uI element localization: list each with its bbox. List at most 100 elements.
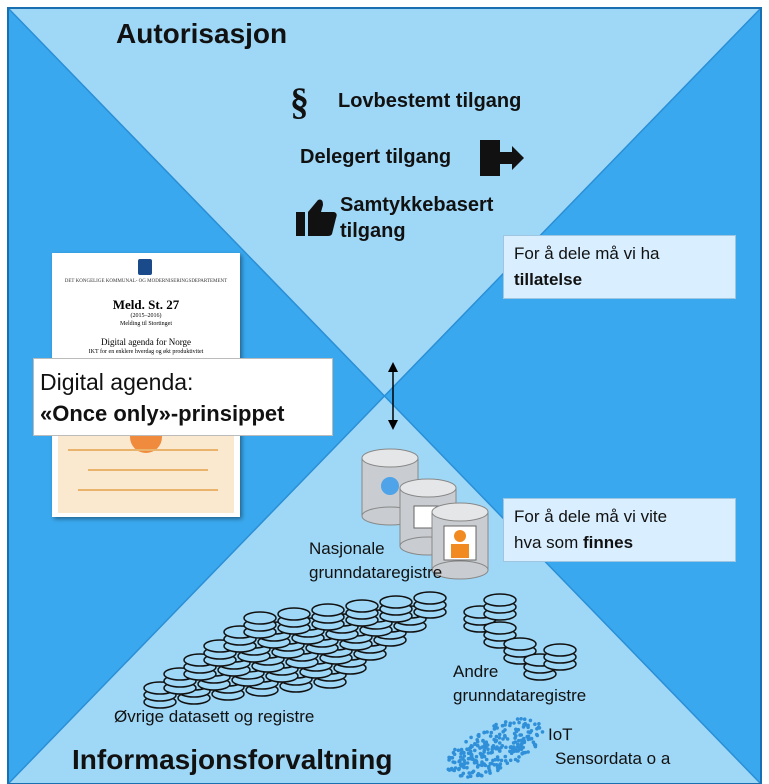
iot-dot [469,752,474,757]
iot-dot [517,755,521,759]
paragraph-icon: § [290,81,309,123]
iot-dot [474,760,479,764]
iot-dot [516,742,520,747]
iot-dot [526,730,531,734]
iot-dot [452,752,457,757]
iot-dot [475,740,480,744]
iot-dot [509,745,513,749]
iot-dot [465,761,470,765]
disk-shape [379,595,413,609]
iot-dot [508,758,513,763]
permission-note-line1: For å dele må vi ha [514,244,660,263]
iot-dot [503,733,507,738]
datasets-label: Øvrige datasett og registre [114,707,315,726]
iot-dot [488,761,493,766]
disk-shape [543,643,577,657]
report-heading2: IKT for en enklere hverdag og økt produk… [88,349,204,355]
iot-dot [500,723,505,728]
iot-dot [484,757,489,762]
iot-dot [464,739,468,744]
datasets-stack-icon [143,591,447,709]
iot-dot [495,745,499,749]
iot-dot [488,771,492,775]
iot-dot [535,733,540,738]
iot-dot [533,722,537,726]
iot-dot [474,754,479,759]
iot-dot [482,754,487,759]
iot-dot [494,738,499,743]
iot-dot [484,740,489,744]
iot-dot [512,745,516,749]
iot-dot [481,738,485,743]
iot-cloud-icon [446,717,545,779]
iot-dot [456,748,461,753]
iot-dot [505,737,510,741]
iot-dot [520,741,524,745]
iot-dot [520,751,525,756]
disk-shape [345,599,379,613]
iot-dot [501,737,505,741]
iot-dot [470,770,475,775]
other-registries-icon [463,593,577,681]
iot-dot [451,760,456,764]
report-heading: Digital agenda for Norge [100,337,192,347]
exists-note: For å dele må vi vite hva som finnes [503,498,736,562]
top-panel [8,8,761,396]
iot-dot [495,755,500,759]
iot-dot [480,745,485,749]
iot-dot [475,773,480,778]
iot-dot [465,765,469,770]
iot-dot [468,774,473,778]
iot-dot [447,755,451,760]
iot-dot [508,721,513,726]
iot-dot [496,758,501,762]
iot-dot [519,717,523,721]
iot-dot [458,758,462,763]
report-sub: Melding til Stortinget [120,321,172,327]
iot-dot [493,757,498,762]
iot-dot [469,735,473,740]
iot-dot [488,734,493,738]
iot-dot [501,729,506,734]
iot-dot [473,748,477,753]
iot-dot [515,717,520,721]
disk-shape [243,611,277,625]
iot-dot [461,771,466,776]
iot-dot [522,717,527,721]
disk-shape [413,591,447,605]
iot-dot [469,749,473,754]
iot-dot [526,723,530,728]
other-registry-line1: Andre [453,662,499,681]
iot-dot [503,754,508,759]
iot-dot [514,727,518,732]
item-delegert: Delegert tilgang [300,146,452,168]
report-title: Meld. St. 27 [112,297,180,312]
iot-dot [460,749,464,754]
iot-dot [505,761,510,765]
iot-dot [500,744,505,748]
report-year: (2015–2016) [130,313,162,319]
iot-dot [511,749,516,754]
iot-dot [457,767,461,772]
iot-dot [514,734,518,738]
once-only-callout: Digital agenda: «Once only»-prinsippet [33,358,333,436]
iot-dot [482,762,487,766]
iot-dot [516,738,521,743]
permission-note-line2: tillatelse [514,270,583,289]
iot-dot [484,745,488,749]
iot-dot [453,747,457,752]
double-arrow-icon [388,362,398,430]
iot-dot [453,766,458,770]
iot-dot [466,756,471,761]
iot-dot [489,751,493,755]
iot-dot [512,721,516,725]
callout-line1: Digital agenda: [40,369,194,395]
iot-dot [459,764,464,768]
iot-dot [528,737,533,741]
top-title: Autorisasjon [116,18,288,49]
iot-dot [497,736,502,740]
iot-dot [521,745,525,750]
exists-note-bold: finnes [582,533,634,552]
iot-dot [540,730,545,734]
iot-dot [466,775,470,779]
